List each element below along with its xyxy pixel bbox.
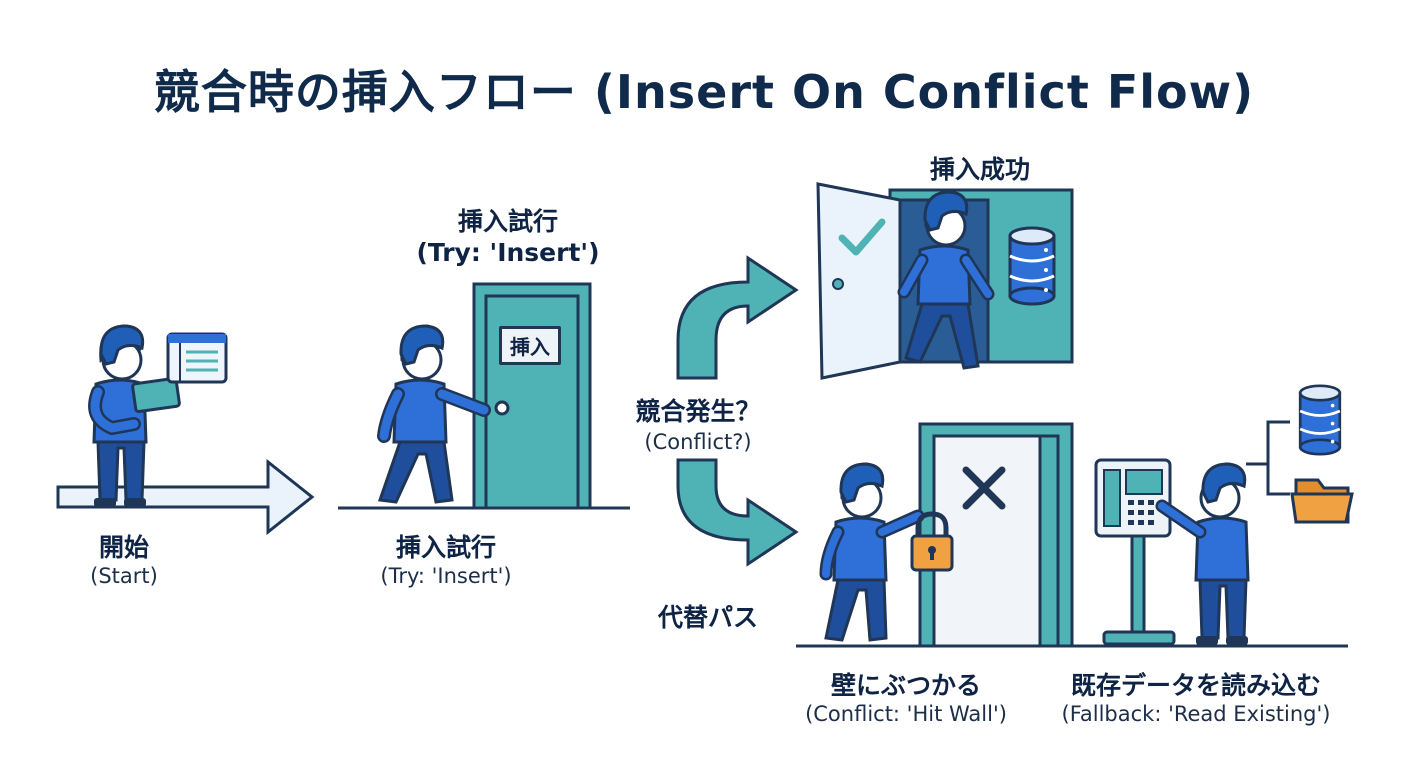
door-sign: 挿入: [499, 326, 561, 365]
cross-icon: [962, 466, 1006, 510]
start-arrow-icon: [56, 458, 315, 536]
tablet-icon: [131, 376, 181, 414]
branch-arrow-down-icon: [676, 458, 799, 567]
success-label: 挿入成功: [929, 155, 1031, 184]
hit-wall-label-ja: 壁にぶつかる: [830, 671, 982, 700]
decision-label-ja: 競合発生？: [635, 397, 761, 426]
conflict-person-icon: [819, 462, 925, 642]
read-existing-label-en: (Fallback: 'Read Existing'): [1061, 702, 1331, 726]
database-icon: [1008, 226, 1056, 306]
read-existing-label-ja: 既存データを読み込む: [1070, 671, 1322, 700]
folder-icon: [1290, 478, 1354, 524]
try-top-label-en: (Try: 'Insert'): [416, 238, 600, 267]
kiosk-icon: [1094, 458, 1176, 646]
try-label-ja: 挿入試行: [395, 533, 497, 562]
branch-arrow-up-icon: [676, 255, 799, 380]
start-label-en: (Start): [90, 564, 158, 588]
start-label-ja: 開始: [98, 533, 150, 562]
database-icon: [1298, 384, 1342, 456]
padlock-icon: [910, 511, 954, 572]
decision-label-en: (Conflict?): [644, 430, 752, 454]
try-top-label-ja: 挿入試行: [457, 207, 559, 236]
page-title: 競合時の挿入フロー (Insert On Conflict Flow): [153, 65, 1255, 119]
spreadsheet-icon: [166, 332, 228, 384]
alternate-path-label: 代替パス: [657, 603, 759, 632]
try-label-en: (Try: 'Insert'): [380, 564, 512, 588]
check-icon: [838, 218, 886, 256]
hit-wall-label-en: (Conflict: 'Hit Wall'): [805, 702, 1007, 726]
start-person-icon: [88, 324, 148, 509]
success-person-icon: [897, 190, 995, 370]
reader-person-icon: [1155, 462, 1250, 645]
try-person-icon: [377, 324, 491, 504]
insert-door-icon: [472, 282, 592, 510]
